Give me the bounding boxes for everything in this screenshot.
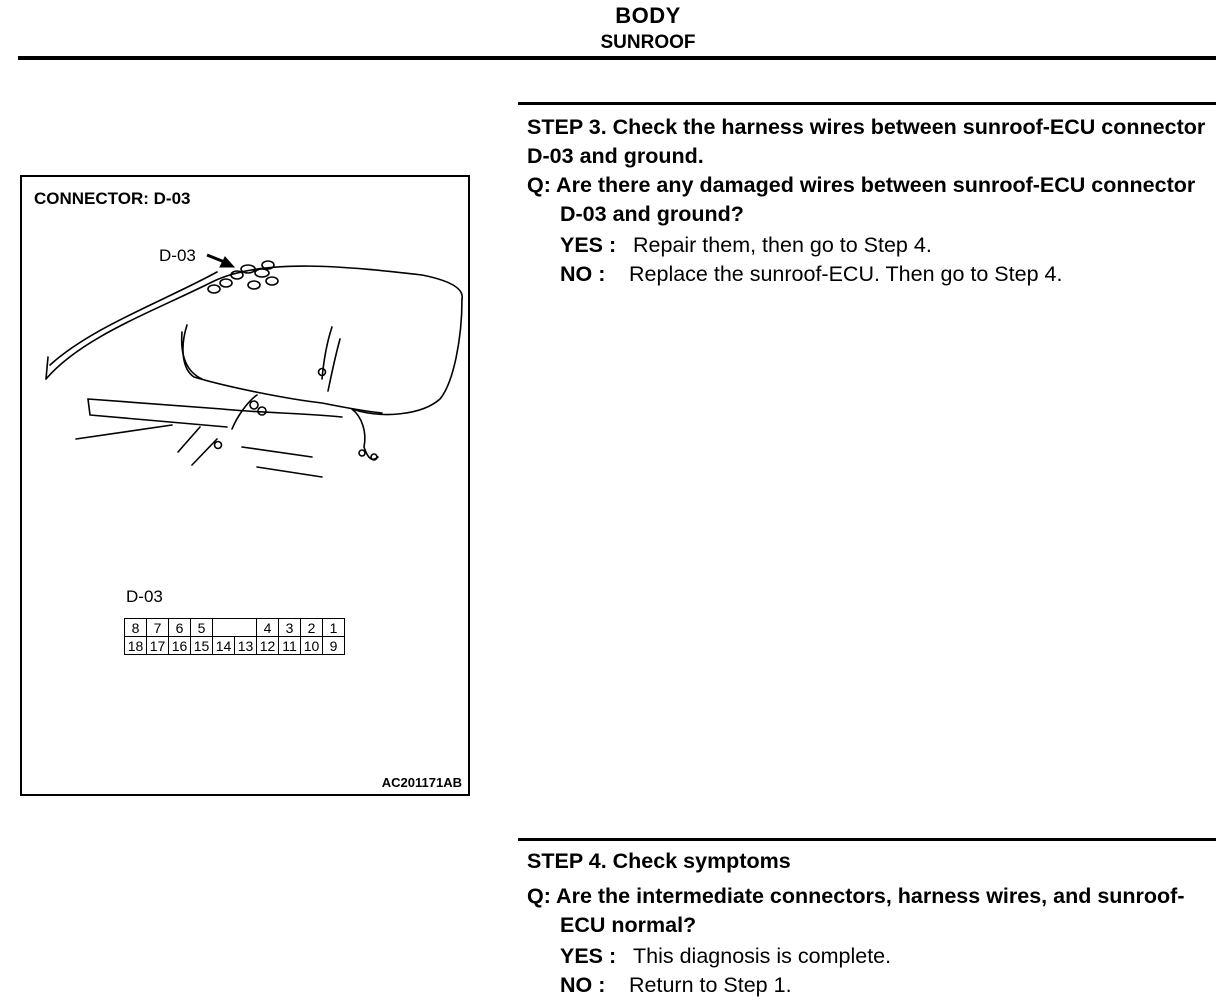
connector-figure: CONNECTOR: D-03 D-03 — [20, 175, 470, 796]
pin-cell: 8 — [124, 618, 147, 637]
step4-no-row: NO : Return to Step 1. — [560, 971, 1207, 1000]
pin-cell: 10 — [300, 636, 323, 655]
no-text: Return to Step 1. — [629, 973, 792, 997]
pin-cell: 5 — [190, 618, 213, 637]
yes-text: Repair them, then go to Step 4. — [633, 233, 932, 257]
pin-cell: 17 — [146, 636, 169, 655]
step4-question: Q: Are the intermediate connectors, harn… — [527, 884, 1185, 937]
pin-cell: 13 — [234, 636, 257, 655]
pin-cell: 9 — [322, 636, 345, 655]
step4-yes-row: YES : This diagnosis is complete. — [560, 942, 1207, 971]
figure-caption: CONNECTOR: D-03 — [34, 189, 191, 208]
connector-label: D-03 — [126, 587, 163, 606]
step3-divider — [518, 102, 1216, 105]
pin-cell: 15 — [190, 636, 213, 655]
section-title: BODY — [615, 3, 681, 28]
pin-cell: 18 — [124, 636, 147, 655]
step3-question: Q: Are there any damaged wires between s… — [527, 173, 1196, 226]
pin-cell: 14 — [212, 636, 235, 655]
no-text: Replace the sunroof-ECU. Then go to Step… — [629, 262, 1063, 286]
connector-pin-table: 8 7 6 5 4 3 2 1 18 17 16 15 14 13 12 11 … — [124, 618, 345, 655]
pin-cell: 4 — [256, 618, 279, 637]
header-divider — [18, 56, 1216, 60]
step3-no-row: NO : Replace the sunroof-ECU. Then go to … — [560, 260, 1207, 289]
step3-yes-row: YES : Repair them, then go to Step 4. — [560, 231, 1207, 260]
pin-cell: 6 — [168, 618, 191, 637]
pin-cell-empty — [212, 618, 235, 637]
pin-cell: 2 — [300, 618, 323, 637]
pin-row-top: 8 7 6 5 4 3 2 1 — [124, 618, 345, 637]
pin-cell: 7 — [146, 618, 169, 637]
step4-divider — [518, 838, 1216, 841]
pin-cell: 12 — [256, 636, 279, 655]
vehicle-roof-illustration — [45, 253, 463, 478]
pointer-label: D-03 — [159, 246, 196, 265]
step4-title: STEP 4. Check symptoms — [527, 849, 791, 873]
pin-cell: 16 — [168, 636, 191, 655]
pin-cell-empty — [234, 618, 257, 637]
pin-cell: 3 — [278, 618, 301, 637]
pin-cell: 11 — [278, 636, 301, 655]
no-key: NO : — [560, 973, 606, 997]
yes-key: YES : — [560, 233, 617, 257]
yes-text: This diagnosis is complete. — [633, 944, 892, 968]
step3-answers: YES : Repair them, then go to Step 4. NO … — [560, 231, 1207, 289]
no-key: NO : — [560, 262, 606, 286]
pin-row-bottom: 18 17 16 15 14 13 12 11 10 9 — [124, 636, 345, 655]
step3-block: STEP 3. Check the harness wires between … — [527, 113, 1207, 289]
step3-title: STEP 3. Check the harness wires between … — [527, 115, 1206, 168]
figure-code: AC201171AB — [381, 775, 462, 790]
section-subtitle: SUNROOF — [600, 32, 696, 53]
step4-answers: YES : This diagnosis is complete. NO : Ret… — [560, 942, 1207, 1000]
pin-cell: 1 — [322, 618, 345, 637]
step4-block: STEP 4. Check symptoms Q: Are the interm… — [527, 847, 1207, 1000]
yes-key: YES : — [560, 944, 617, 968]
